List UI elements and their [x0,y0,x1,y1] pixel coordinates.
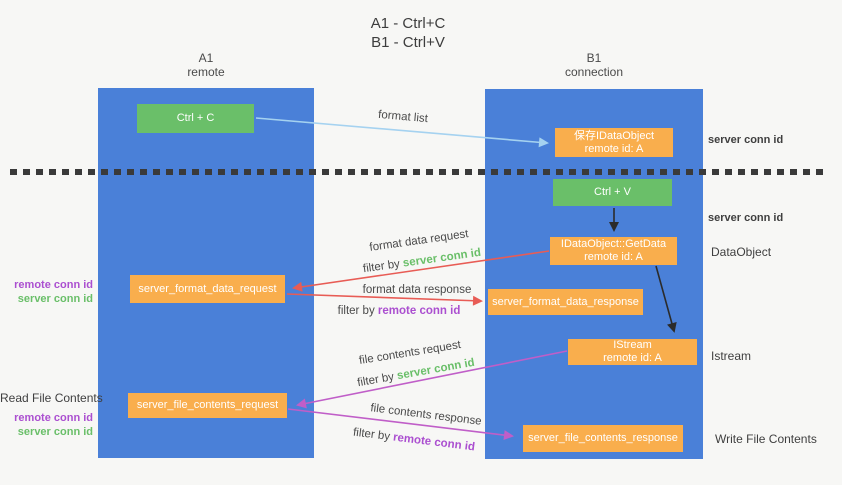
filter-by-text: filter by [356,370,396,390]
side-label-write-file-contents: Write File Contents [715,432,817,446]
machine-boundary-dashed-line [10,169,826,175]
title-line-ctrl-v: B1 - Ctrl+V [371,34,445,51]
side-label-server-conn-id-left-bottom: server conn id [17,426,93,438]
side-label-read-file-contents: Read File Contents [0,391,103,405]
label-file-contents-response: file contents response [369,402,483,428]
label-filter-by-remote-conn-id-bottom: filter by remote conn id [352,427,475,454]
node-idataobject-getdata-line2: remote id: A [584,251,643,263]
node-server-format-data-response-label: server_format_data_response [492,295,639,308]
label-format-data-response: format data response [362,284,472,296]
column-a1-role: remote [187,65,225,79]
title-line-ctrl-c: A1 - Ctrl+C [370,15,446,32]
label-filter-by-remote-conn-id-top: filter by remote conn id [338,305,461,317]
side-label-server-conn-id-left-top: server conn id [17,293,93,305]
remote-conn-id-text: remote conn id [377,305,461,317]
diagram-title: A1 - Ctrl+C B1 - Ctrl+V [0,14,816,52]
side-label-group-file: remote conn id server conn id [0,411,93,439]
server-conn-id-text: server conn id [396,356,476,383]
side-label-dataobject: DataObject [711,245,772,259]
column-header-b1: B1 connection [485,51,703,79]
side-label-remote-conn-id-left-bottom: remote conn id [14,412,93,424]
node-istream-line2: remote id: A [603,352,662,364]
filter-by-text: filter by [352,426,391,443]
node-ctrl-v-label: Ctrl + V [594,186,631,198]
node-idataobject-getdata: IDataObject::GetData remote id: A [550,237,677,265]
node-istream-line1: IStream [613,339,652,351]
column-header-a1: A1 remote [98,51,314,79]
node-server-file-contents-request: server_file_contents_request [128,393,287,418]
side-label-server-conn-id-top: server conn id [708,134,784,146]
filter-by-text: filter by [362,258,401,276]
node-istream: IStream remote id: A [568,339,697,365]
side-label-server-conn-id-mid: server conn id [708,212,784,224]
label-format-list: format list [377,108,429,126]
column-a1-id: A1 [198,51,214,65]
node-server-file-contents-response: server_file_contents_response [523,425,683,452]
node-save-idataobject-line1: 保存IDataObject [573,129,655,142]
node-ctrl-c-label: Ctrl + C [176,112,215,124]
node-save-idataobject-line2: remote id: A [584,142,644,155]
node-idataobject-getdata-line1: IDataObject::GetData [560,238,667,250]
server-conn-id-text: server conn id [402,246,482,270]
node-server-format-data-request-label: server_format_data_request [138,282,277,295]
node-server-format-data-response: server_format_data_response [488,289,643,315]
node-save-idataobject: 保存IDataObject remote id: A [555,128,673,157]
node-ctrl-v: Ctrl + V [553,179,672,206]
side-label-remote-conn-id-left-top: remote conn id [14,279,93,291]
node-server-file-contents-response-label: server_file_contents_response [528,432,678,444]
node-server-file-contents-request-label: server_file_contents_request [136,399,279,411]
column-b1-id: B1 [586,51,602,65]
column-b1-role: connection [564,65,624,79]
node-ctrl-c: Ctrl + C [137,104,254,133]
filter-by-text: filter by [337,305,375,317]
side-label-group-format: remote conn id server conn id [0,278,93,306]
node-server-format-data-request: server_format_data_request [130,275,285,303]
side-label-istream: Istream [711,349,752,363]
remote-conn-id-text: remote conn id [392,431,476,454]
